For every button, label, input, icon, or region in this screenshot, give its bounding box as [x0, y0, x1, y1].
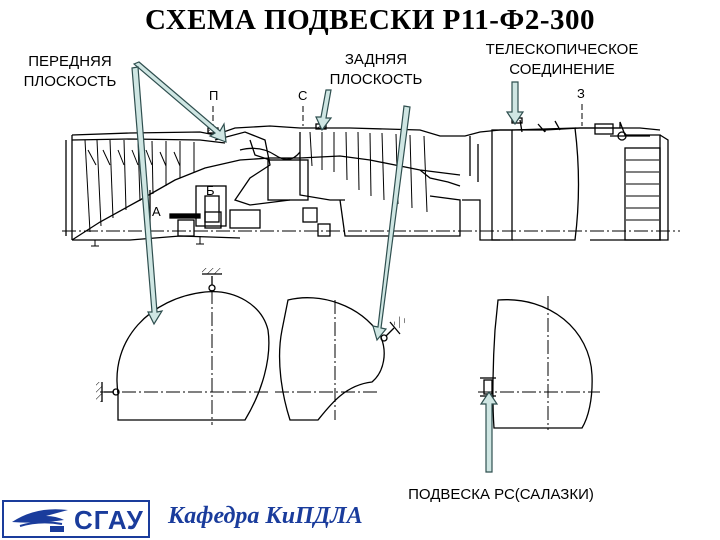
arrow-front-to-section: [131, 66, 164, 326]
pointer-arrows: [131, 61, 525, 473]
section-mark-z: З: [577, 86, 585, 101]
engine-section: [62, 117, 680, 247]
section-mark-p: П: [209, 88, 218, 103]
logo-text: СГАУ: [74, 505, 144, 535]
rear-plane-label: ЗАДНЯЯ ПЛОСКОСТЬ: [329, 51, 423, 88]
telescopic-joint-label: ТЕЛЕСКОПИЧЕСКОЕ СОЕДИНЕНИЕ: [485, 41, 639, 78]
arrow-mount: [479, 390, 499, 473]
nozzle-mount-section: [478, 296, 600, 430]
section-marks: П С З А Б: [152, 86, 585, 219]
arrow-front-to-engine: [132, 61, 227, 143]
section-letter-a: А: [152, 204, 161, 219]
rear-plane-section: [275, 297, 408, 421]
sgau-logo: СГАУ: [2, 500, 150, 538]
sgau-emblem-icon: [12, 509, 68, 532]
section-letter-b: Б: [206, 183, 215, 198]
page-title: СХЕМА ПОДВЕСКИ Р11-Ф2-300: [145, 4, 595, 36]
arrow-rear-to-section: [372, 105, 411, 342]
front-plane-label: ПЕРЕДНЯЯ ПЛОСКОСТЬ: [23, 53, 117, 90]
arrow-rear-to-engine: [315, 89, 333, 132]
front-plane-section: [96, 268, 270, 425]
arrow-telescopic: [505, 81, 525, 126]
mount-label: ПОДВЕСКА РС(САЛАЗКИ): [408, 486, 594, 503]
section-mark-s: С: [298, 88, 307, 103]
department-name: Кафедра КиПДЛА: [168, 503, 363, 529]
